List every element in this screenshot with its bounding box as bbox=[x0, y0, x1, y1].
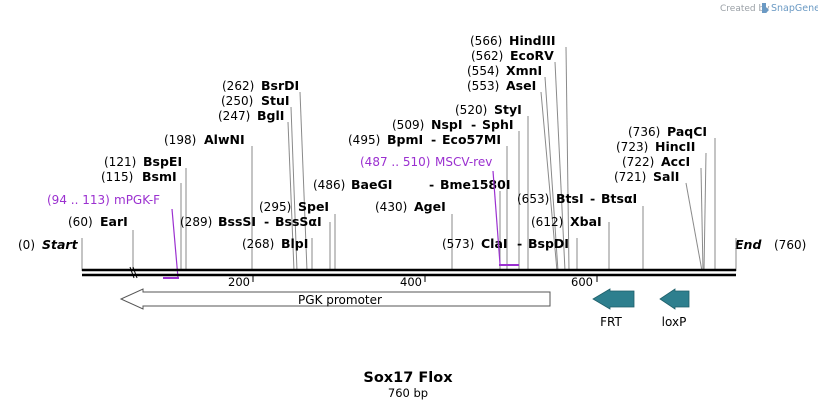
brand-text: SnapGene bbox=[771, 3, 818, 14]
enzyme-site: (566)HindIII bbox=[470, 33, 556, 48]
enzyme-site: (495)BpmI-Eco57MI bbox=[348, 132, 501, 147]
enzyme-site: (121)BspEI bbox=[104, 154, 182, 169]
enzyme-site: (295)SpeI bbox=[259, 199, 329, 214]
snapgene-logo-icon bbox=[762, 3, 769, 13]
enzyme-site: (553)AseI bbox=[467, 78, 536, 93]
enzyme-labels: (60)EarI (115)BsmI (121)BspEI (198)AlwNI… bbox=[68, 33, 707, 251]
enzyme-site: (554)XmnI bbox=[467, 63, 542, 78]
enzyme-site: (562)EcoRV bbox=[471, 48, 554, 63]
primer-mpgk-f[interactable]: (94 .. 113)mPGK-F bbox=[47, 193, 179, 279]
enzyme-site: (736)PaqCI bbox=[628, 124, 707, 139]
tick-label: 400 bbox=[400, 275, 422, 289]
primer-mscv-rev[interactable]: (487 .. 510)MSCV-rev bbox=[360, 155, 519, 266]
feature-frt[interactable]: FRT bbox=[592, 288, 635, 329]
enzyme-site: (60)EarI bbox=[68, 214, 128, 229]
end-label: End bbox=[735, 237, 762, 252]
feature-label: loxP bbox=[662, 315, 687, 329]
map-length: 760 bp bbox=[388, 386, 428, 400]
primer-label: (94 .. 113)mPGK-F bbox=[47, 193, 160, 207]
enzyme-site: (723)HincII bbox=[616, 139, 695, 154]
feature-loxp[interactable]: loxP bbox=[659, 288, 690, 329]
credit-text: Created by bbox=[720, 4, 770, 14]
enzyme-site: (573)ClaI-BspDI bbox=[442, 236, 569, 251]
feature-label: FRT bbox=[600, 315, 622, 329]
end-position: (760) bbox=[774, 238, 806, 252]
enzyme-site: (486)BaeGI-Bme1580I bbox=[313, 177, 510, 192]
cut-site-stems bbox=[132, 46, 716, 272]
enzyme-site: (198)AlwNI bbox=[164, 132, 245, 147]
enzyme-site: (509)NspI-SphI bbox=[392, 117, 514, 132]
loxp-arrow-icon bbox=[659, 288, 690, 310]
enzyme-site: (289)BssSI-BssSαI bbox=[180, 214, 322, 229]
enzyme-site: (115)BsmI bbox=[101, 169, 177, 184]
tick-label: 200 bbox=[228, 275, 250, 289]
enzyme-site: (430)AgeI bbox=[375, 199, 446, 214]
enzyme-site: (250)StuI bbox=[221, 93, 290, 108]
enzyme-site: (247)BglI bbox=[218, 108, 284, 123]
enzyme-site: (262)BsrDI bbox=[222, 78, 299, 93]
start-label: Start bbox=[42, 237, 79, 252]
map-title: Sox17 Flox bbox=[363, 370, 453, 386]
scale-ticks: 200 400 600 bbox=[228, 275, 598, 289]
dna-backbone bbox=[82, 266, 736, 279]
frt-arrow-icon bbox=[592, 288, 635, 310]
enzyme-site: (520)StyI bbox=[455, 102, 522, 117]
enzyme-site: (653)BtsI-BtsαI bbox=[517, 191, 637, 206]
enzyme-site: (721)SalI bbox=[614, 169, 679, 184]
enzyme-site: (612)XbaI bbox=[531, 214, 602, 229]
enzyme-site: (268)BlpI bbox=[242, 236, 308, 251]
start-position: (0) bbox=[18, 238, 35, 252]
feature-pgk-promoter[interactable]: PGK promoter bbox=[119, 288, 551, 310]
tick-label: 600 bbox=[571, 275, 593, 289]
feature-label: PGK promoter bbox=[298, 293, 382, 307]
enzyme-site: (722)AccI bbox=[622, 154, 690, 169]
primer-label: (487 .. 510)MSCV-rev bbox=[360, 155, 492, 169]
